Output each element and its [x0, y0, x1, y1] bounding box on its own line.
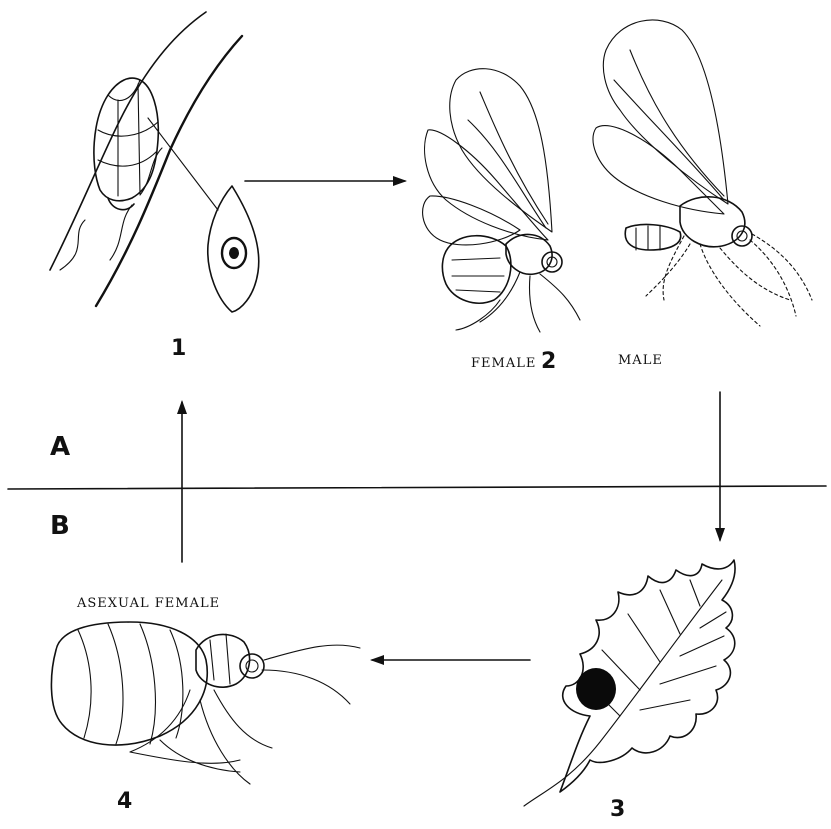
asexual-female-wasp-drawing — [51, 622, 360, 784]
generation-label-top: A — [50, 432, 70, 462]
stage-4-caption: ASEXUAL FEMALE — [77, 596, 220, 611]
stage-2-number: 2 — [541, 349, 556, 374]
generation-divider — [8, 486, 826, 489]
oak-leaf-with-gall — [524, 560, 735, 806]
stage-4-number: 4 — [117, 789, 132, 814]
male-wasp-drawing — [593, 20, 812, 326]
stage-2-female-caption: FEMALE — [471, 356, 536, 371]
twig-with-bud-gall — [50, 12, 259, 312]
generation-label-bottom: B — [50, 511, 70, 541]
female-wasp-drawing — [423, 69, 580, 332]
stage-2-male-caption: MALE — [618, 353, 663, 368]
leaf-gall — [576, 668, 616, 710]
stage-3-number: 3 — [610, 797, 625, 822]
stage-1-number: 1 — [171, 336, 186, 361]
